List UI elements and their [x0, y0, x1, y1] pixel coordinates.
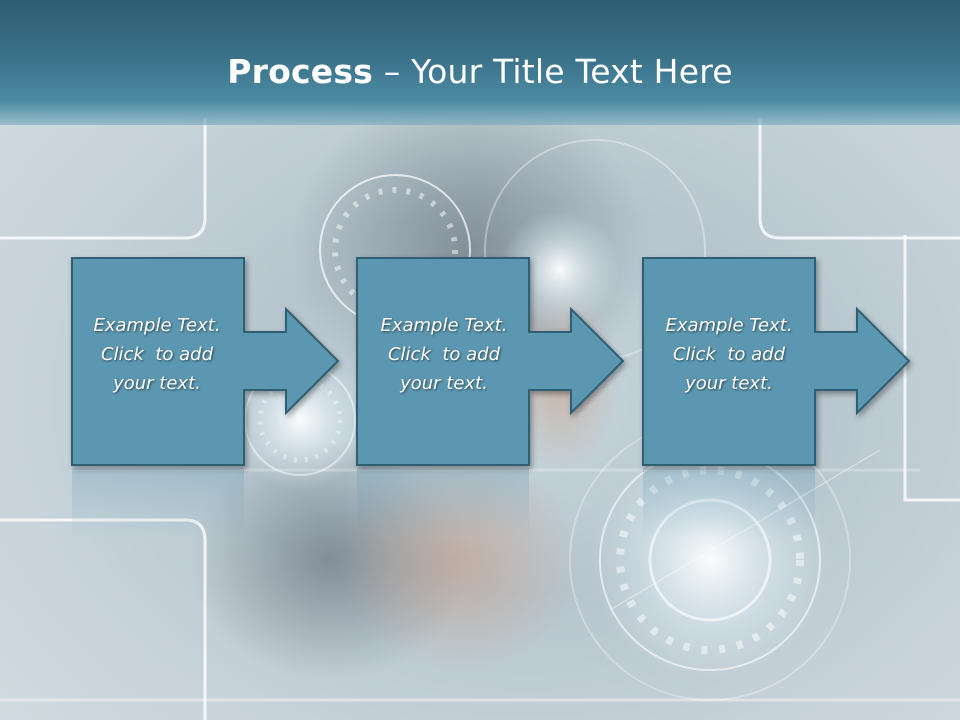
step-1-arrow-shape[interactable] — [71, 257, 340, 466]
step-1-reflection — [72, 468, 244, 538]
step-1-text[interactable]: Example Text. Click to add your text. — [71, 311, 243, 398]
step-2-line-1: Example Text. — [380, 315, 508, 336]
step-3-line-3: your text. — [685, 373, 773, 394]
title-bold: Process — [227, 52, 374, 91]
step-3-line-1: Example Text. — [665, 315, 793, 336]
step-3-reflection — [643, 468, 815, 538]
step-1-line-2: Click to add — [100, 344, 213, 365]
step-2-reflection — [357, 468, 529, 538]
step-2-line-2: Click to add — [387, 344, 500, 365]
step-3-line-2: Click to add — [672, 344, 785, 365]
step-2-line-3: your text. — [400, 373, 488, 394]
step-1-line-3: your text. — [113, 373, 201, 394]
title-bar — [0, 0, 960, 125]
slide-title[interactable]: Process – Your Title Text Here — [0, 52, 960, 91]
step-1-line-1: Example Text. — [93, 315, 221, 336]
step-3-text[interactable]: Example Text. Click to add your text. — [643, 311, 815, 398]
step-3-arrow-shape[interactable] — [642, 257, 911, 466]
title-rest: – Your Title Text Here — [373, 52, 733, 91]
step-2-text[interactable]: Example Text. Click to add your text. — [358, 311, 530, 398]
step-2-arrow-shape[interactable] — [356, 257, 625, 466]
